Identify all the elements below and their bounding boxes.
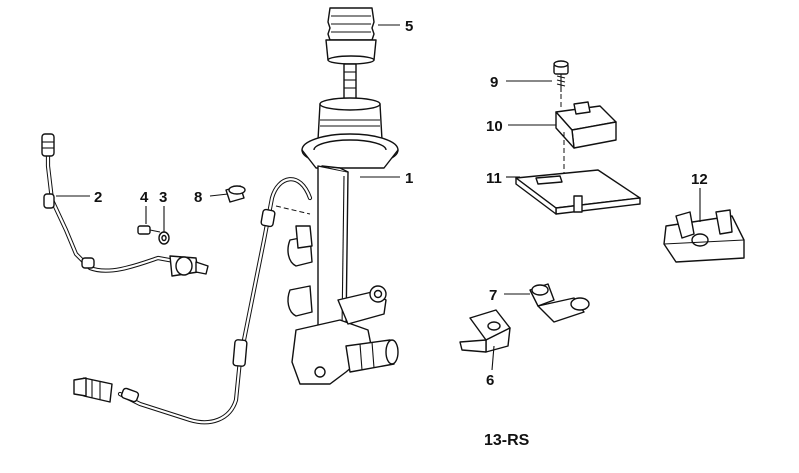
part-9-screw xyxy=(553,60,569,110)
part-4-bolt xyxy=(137,225,161,235)
callout-11: 11 xyxy=(486,170,502,187)
part-8-grommet xyxy=(225,185,246,203)
part-2-speed-sensor-cable xyxy=(41,133,209,277)
diagram-code: 13-RS xyxy=(484,432,530,449)
part-7-holder-bracket xyxy=(529,283,590,323)
part-3-washer xyxy=(158,231,170,245)
part-5-protective-boot xyxy=(325,7,377,65)
part-12-cable-clip xyxy=(663,209,745,263)
callout-7: 7 xyxy=(489,287,497,304)
callout-4: 4 xyxy=(140,189,149,206)
callout-9: 9 xyxy=(490,74,498,91)
callout-1: 1 xyxy=(405,170,413,187)
callout-2: 2 xyxy=(94,189,102,206)
sensor-cable-long xyxy=(73,177,313,425)
part-10-sensor-module xyxy=(555,101,617,176)
part-6-clamp xyxy=(459,309,511,353)
part-11-bracket-plate xyxy=(515,169,641,215)
part-1-suspension-strut xyxy=(287,63,399,385)
callout-10: 10 xyxy=(486,118,503,135)
callout-6: 6 xyxy=(486,372,494,389)
leader-lines xyxy=(56,24,701,371)
callout-labels: 1 2 3 4 5 6 7 8 9 10 11 12 xyxy=(94,18,708,389)
callout-5: 5 xyxy=(405,18,413,35)
callout-8: 8 xyxy=(194,189,202,206)
callout-3: 3 xyxy=(159,189,167,206)
callout-12: 12 xyxy=(691,171,708,188)
